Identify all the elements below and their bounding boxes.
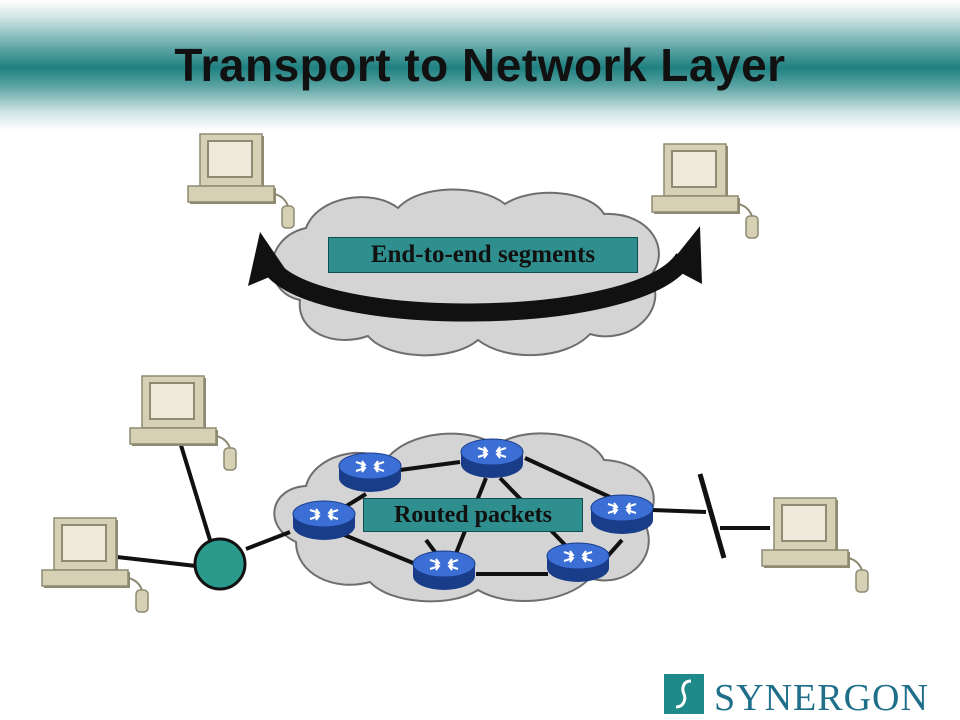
router-icon <box>338 452 402 493</box>
computer-icon <box>187 133 295 229</box>
router-icon <box>590 494 654 535</box>
end-to-end-segments-label: End-to-end segments <box>328 237 638 273</box>
logo-wordmark: SYNERGON <box>714 677 929 719</box>
arrow-head-left-icon <box>248 232 286 286</box>
computer-icon <box>761 497 869 593</box>
hub-icon <box>193 537 247 591</box>
lan-segment-icon <box>697 473 727 559</box>
router-icon <box>546 542 610 583</box>
arrow-head-right-icon <box>668 226 702 284</box>
routed-packets-label: Routed packets <box>363 498 583 532</box>
synergon-logo-icon <box>664 674 704 714</box>
slide-title: Transport to Network Layer <box>174 39 786 91</box>
end-to-end-arrow-icon <box>259 252 692 322</box>
title-band <box>0 0 960 130</box>
router-icon <box>412 550 476 591</box>
router-icon <box>292 500 356 541</box>
computer-icon <box>41 517 149 613</box>
router-icon <box>460 438 524 479</box>
computer-icon <box>651 143 759 239</box>
